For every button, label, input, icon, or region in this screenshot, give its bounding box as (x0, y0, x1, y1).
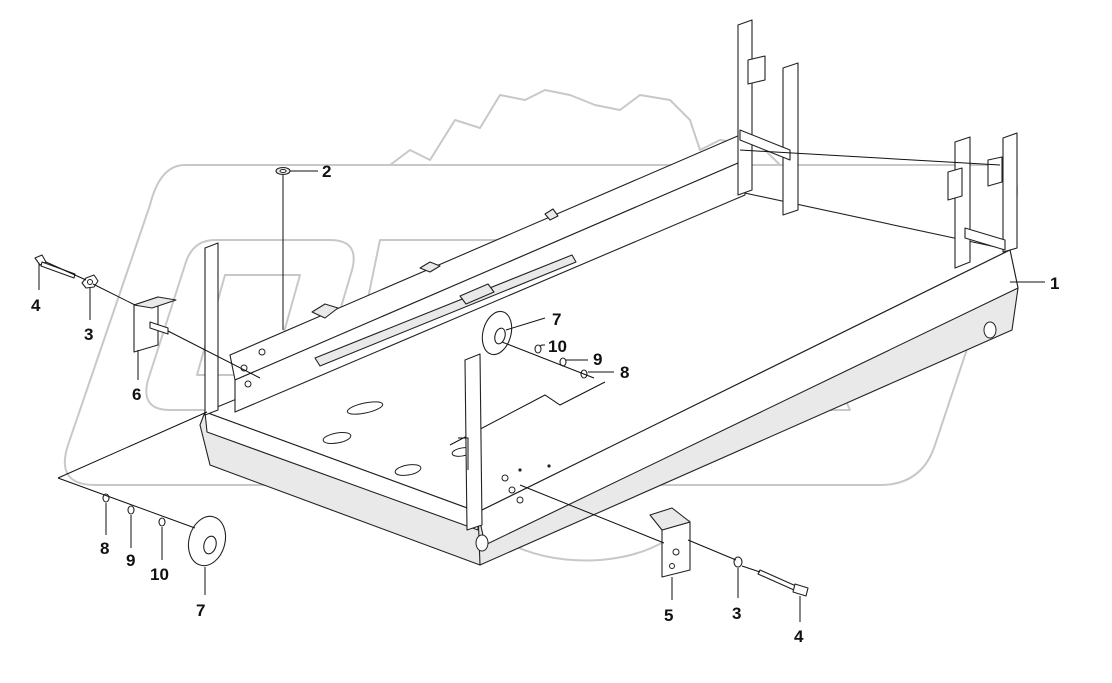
callout-4: 4 (31, 296, 41, 315)
callout-6: 6 (132, 385, 141, 404)
uprights (204, 19, 1018, 531)
hardware (34, 166, 809, 597)
callout-3: 3 (84, 325, 93, 344)
callout-8: 8 (100, 539, 109, 558)
callout-8: 8 (620, 363, 629, 382)
skirt-hole (983, 321, 997, 339)
mount-dot (518, 468, 522, 472)
bracket-5-hole (669, 563, 675, 569)
bracket-5-hole (672, 548, 680, 556)
bracket-part-6 (133, 296, 177, 353)
watermark-gear (389, 89, 781, 166)
callout-2: 2 (322, 162, 331, 181)
callout-7: 7 (552, 310, 561, 329)
skirt-hole (475, 534, 489, 552)
mount-hole (258, 348, 266, 356)
leader-line (687, 539, 737, 561)
callout-3: 3 (732, 604, 741, 623)
callout-4: 4 (794, 627, 804, 646)
mount-hole (508, 486, 516, 494)
callout-9: 9 (593, 350, 602, 369)
leader-line (739, 149, 1001, 166)
mount-hole (501, 474, 509, 482)
leader-line (539, 344, 545, 347)
floor-step-line (449, 381, 606, 446)
callout-5: 5 (664, 606, 673, 625)
leader-line (45, 261, 87, 281)
rail-clip (311, 303, 339, 319)
callouts: 1 2 3 4 6 7 10 9 8 8 9 10 7 5 3 4 (31, 162, 1059, 646)
washer-10-lower (158, 517, 166, 527)
leader-line (505, 317, 546, 331)
leader-line (92, 283, 136, 306)
bracket-5-flange (649, 507, 691, 531)
mount-hole (516, 496, 524, 504)
bracket-part-5 (649, 507, 691, 578)
callout-10: 10 (150, 565, 169, 584)
leader-line (741, 565, 761, 573)
post-bracket (987, 156, 1003, 187)
crossbar-front (964, 227, 1006, 251)
bolt-4-right-shank (757, 569, 797, 591)
washer-2-hole (279, 169, 287, 173)
post-front-left (464, 353, 483, 531)
leader-line (57, 477, 196, 529)
bolt-4-left-shank (40, 261, 76, 279)
callout-7: 7 (196, 601, 205, 620)
leader-line (501, 341, 595, 379)
callout-9: 9 (126, 551, 135, 570)
leader-lines (38, 149, 1045, 622)
rail-tube (459, 283, 495, 305)
front-skirt-face (477, 249, 1019, 546)
bracket-6-stud (149, 321, 169, 335)
callout-10: 10 (548, 337, 567, 356)
left-skirt-face (204, 411, 479, 531)
mount-dot (547, 464, 551, 468)
floor-slot (346, 401, 384, 415)
callout-1: 1 (1050, 274, 1059, 293)
floor-slot (394, 464, 422, 476)
washer-9-lower (127, 505, 135, 515)
washer-10-upper (534, 344, 542, 354)
roller-7-lower-hub (203, 535, 217, 555)
rail-clip (544, 208, 559, 221)
bracket-6-flange (133, 296, 177, 309)
mount-hole (244, 380, 252, 388)
post-rear-right-a (737, 19, 753, 196)
leader-line (519, 484, 665, 544)
post-front-right-b (1002, 132, 1018, 253)
post-bracket (747, 55, 766, 85)
roller-7-upper-hub (494, 327, 506, 345)
leader-line (167, 330, 261, 379)
floor-slot (322, 432, 352, 444)
washer-3-left-hole (87, 279, 93, 285)
post-rear-right-b (782, 62, 799, 216)
post-handle (947, 167, 963, 201)
leader-line (458, 437, 469, 470)
washer-3-right (733, 556, 743, 568)
leader-line (57, 411, 208, 479)
post-rear-left (204, 242, 219, 416)
chassis-frame (199, 134, 1019, 566)
rail-clip (419, 261, 441, 273)
post-front-right-a (954, 136, 971, 269)
bolt-4-right-head (792, 583, 809, 597)
